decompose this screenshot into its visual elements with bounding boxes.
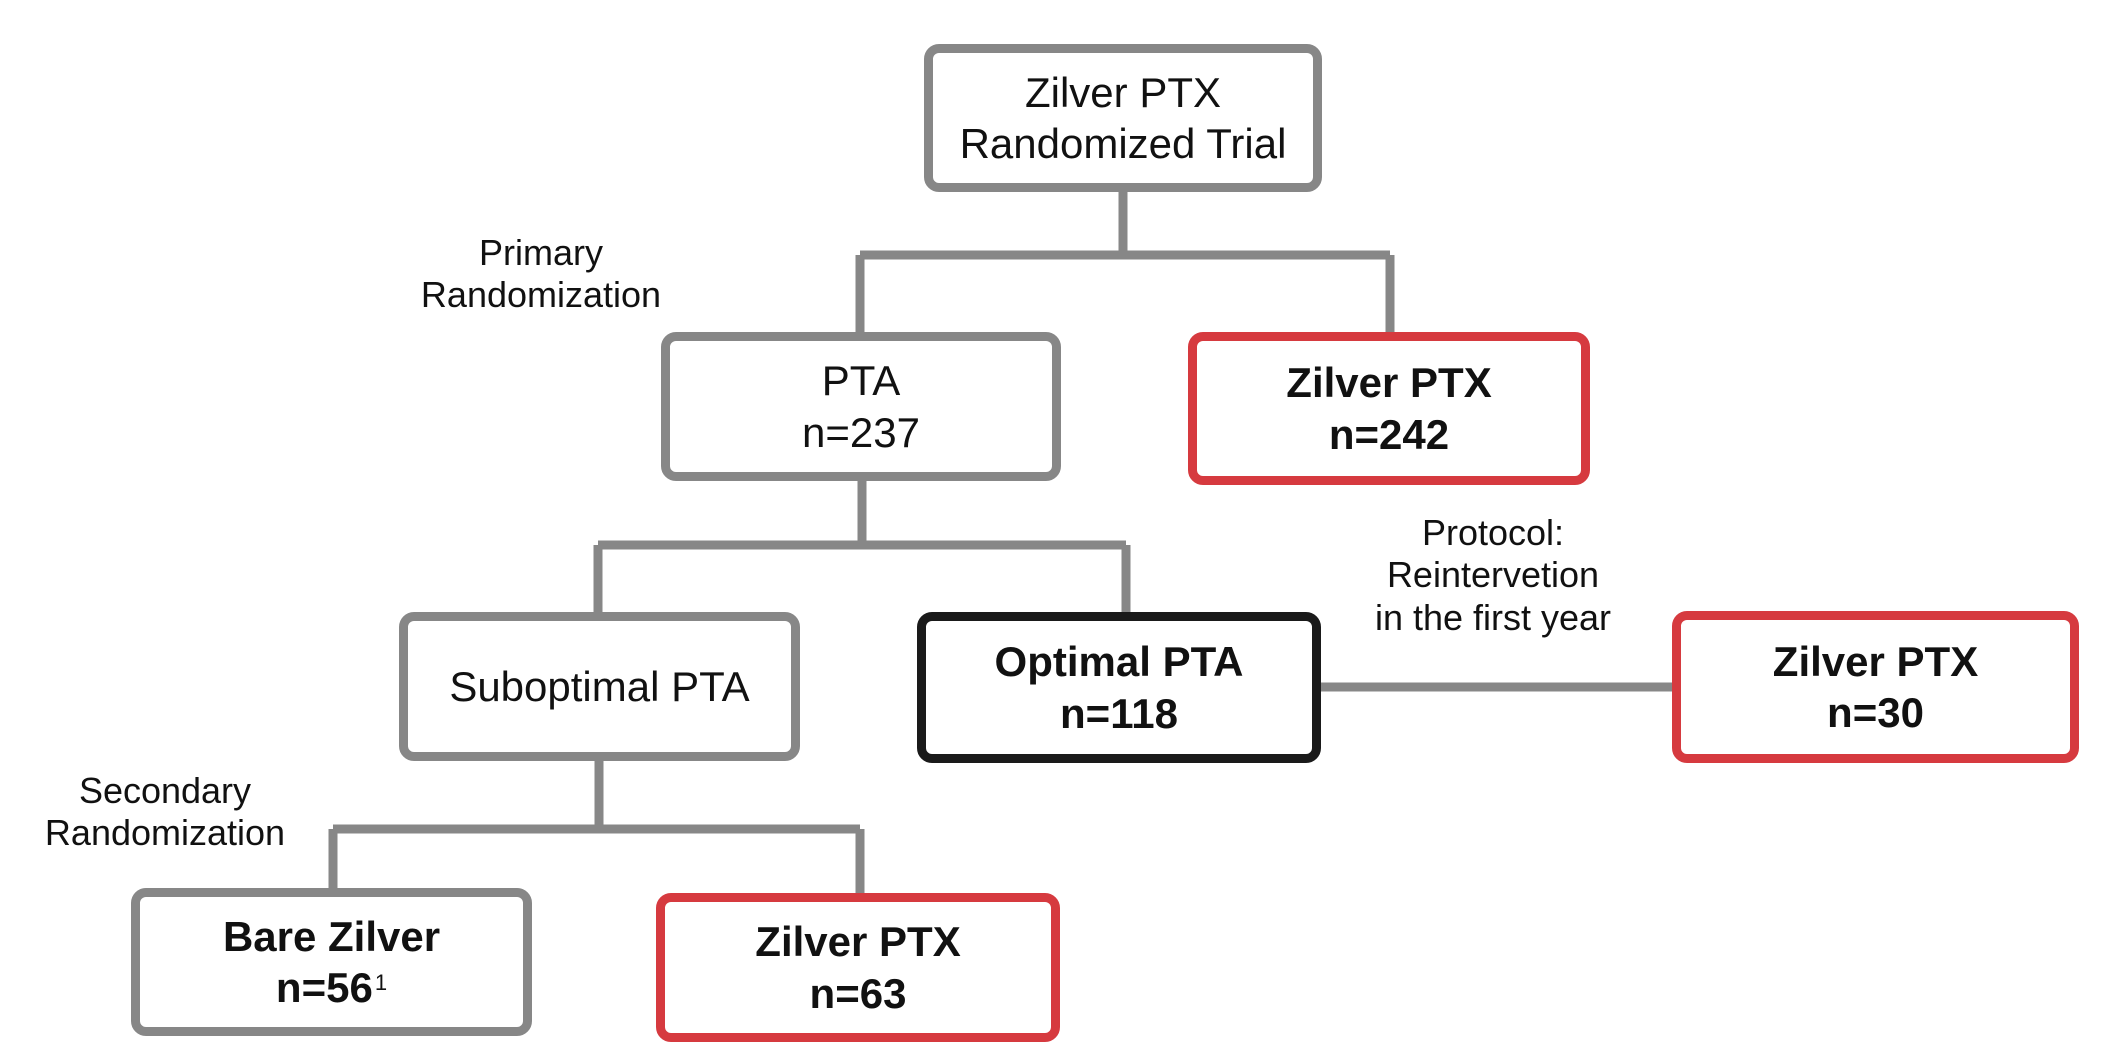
suboptimal-label: Suboptimal PTA <box>449 662 750 710</box>
zilver-secondary-count: n=63 <box>809 969 907 1017</box>
optimal-label: Optimal PTA <box>994 638 1244 686</box>
bare-zilver-label: Bare Zilver <box>222 912 441 960</box>
zilver-reintervention-count: n=30 <box>1827 689 1924 736</box>
connector-trial <box>855 192 1395 332</box>
optimal-box: Optimal PTA n=118 <box>917 612 1321 763</box>
pta-label: PTA <box>821 357 901 405</box>
protocol-label: Protocol: Reintervetion in the first yea… <box>1374 512 1612 638</box>
secondary-randomization-label: Secondary Randomization <box>44 770 286 854</box>
bare-zilver-box: Bare Zilver n=561 <box>131 888 532 1036</box>
bare-zilver-footnote: 1 <box>374 970 388 995</box>
connector-pta <box>593 481 1131 616</box>
pta-count: n=237 <box>802 408 920 456</box>
zilver-primary-label: Zilver PTX <box>1286 359 1492 407</box>
zilver-secondary-box: Zilver PTX n=63 <box>656 893 1060 1042</box>
zilver-primary-count: n=242 <box>1328 410 1450 458</box>
trial-box: Zilver PTX Randomized Trial <box>924 44 1322 192</box>
pta-box: PTA n=237 <box>661 332 1061 481</box>
bare-zilver-count: n=561 <box>275 964 388 1011</box>
trial-title: Zilver PTX <box>1024 68 1221 116</box>
zilver-reintervention-box: Zilver PTX n=30 <box>1672 611 2079 763</box>
optimal-count: n=118 <box>1060 689 1178 737</box>
zilver-primary-box: Zilver PTX n=242 <box>1188 332 1590 485</box>
trial-subtitle: Randomized Trial <box>959 120 1287 167</box>
connector-suboptimal <box>328 761 865 898</box>
suboptimal-box: Suboptimal PTA <box>399 612 800 761</box>
primary-randomization-label: Primary Randomization <box>420 232 662 316</box>
zilver-reintervention-label: Zilver PTX <box>1772 637 1979 685</box>
zilver-secondary-label: Zilver PTX <box>755 918 961 966</box>
